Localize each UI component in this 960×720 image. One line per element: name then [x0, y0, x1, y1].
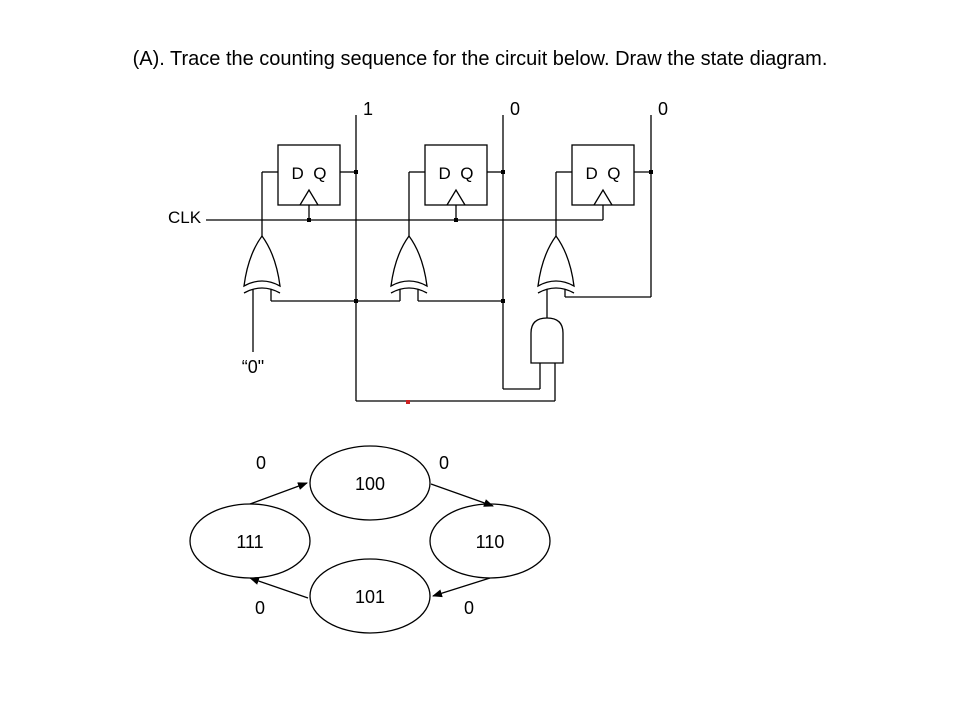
transition-output-2: 0: [464, 598, 474, 618]
transition-output-4: 0: [256, 453, 266, 473]
output-value-3: 0: [658, 99, 668, 119]
output-value-2: 0: [510, 99, 520, 119]
flipflop-1-label: D Q: [292, 164, 327, 183]
flipflop-3-label: D Q: [586, 164, 621, 183]
state-node-101: [309, 558, 431, 634]
transition-arrow-110-101: [432, 577, 491, 598]
transition-arrow-111-100: [249, 482, 308, 505]
and-gate: [530, 317, 564, 364]
state-label-100: 100: [355, 474, 385, 494]
flipflop-2-label: D Q: [439, 164, 474, 183]
constant-input-label: “0": [242, 357, 264, 377]
state-node-100: [309, 445, 431, 521]
page-title: (A). Trace the counting sequence for the…: [132, 48, 828, 70]
state-label-101: 101: [355, 587, 385, 607]
state-label-110: 110: [476, 532, 505, 552]
output-value-1: 1: [363, 99, 373, 119]
transition-arrow-101-111: [249, 577, 309, 599]
transition-arrow-100-110: [430, 483, 494, 507]
xor-gate-3: [537, 234, 575, 294]
transition-output-3: 0: [255, 598, 265, 618]
state-label-111: 111: [236, 532, 263, 552]
xor-gate-1: [243, 234, 281, 294]
flipflop-1: [277, 144, 341, 206]
transition-output-1: 0: [439, 453, 449, 473]
xor-gate-2: [390, 234, 428, 294]
clock-label: CLK: [168, 208, 202, 227]
